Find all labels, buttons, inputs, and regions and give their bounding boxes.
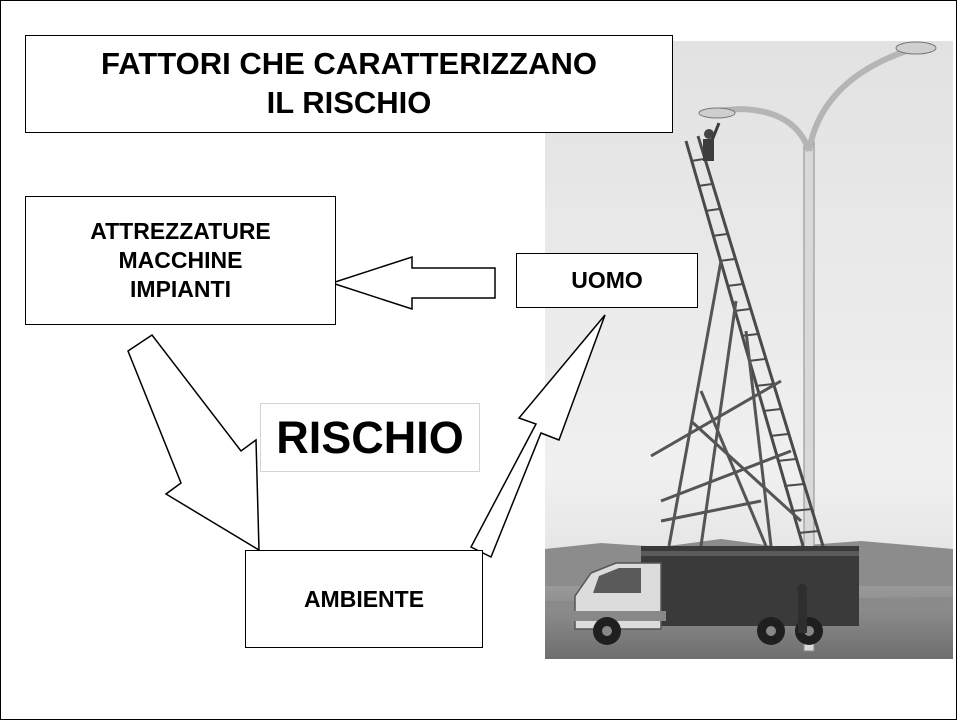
macchine-label: MACCHINE <box>118 247 243 274</box>
uomo-label: UOMO <box>571 267 643 293</box>
arrow-attrezzature-to-ambiente <box>127 333 260 552</box>
ambiente-label: AMBIENTE <box>303 585 425 612</box>
node-uomo: UOMO <box>516 253 698 308</box>
title-line-2: IL RISCHIO <box>266 85 432 120</box>
street-lamp-photo <box>545 41 953 659</box>
arrow-ambiente-to-uomo <box>469 314 606 559</box>
arrow-uomo-to-attrezzature <box>329 255 496 311</box>
title-line-1: FATTORI CHE CARATTERIZZANO <box>101 46 597 82</box>
attrezzature-label: ATTREZZATURE <box>90 218 271 245</box>
node-attrezzature: ATTREZZATURE MACCHINE IMPIANTI <box>25 196 336 325</box>
impianti-label: IMPIANTI <box>130 275 231 302</box>
page-title: FATTORI CHE CARATTERIZZANO IL RISCHIO <box>25 35 673 133</box>
rischio-label: RISCHIO <box>276 411 464 463</box>
node-rischio: RISCHIO <box>260 403 480 472</box>
node-ambiente: AMBIENTE <box>245 550 483 648</box>
